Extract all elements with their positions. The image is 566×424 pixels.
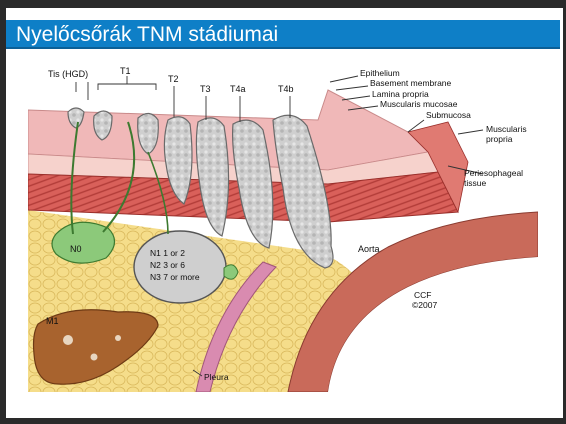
liver-metastasis-2 [91,354,98,361]
credit-line-2: ©2007 [412,300,437,310]
label-muscularis-1: Muscularis [486,124,527,134]
label-muscularis-2: propria [486,134,513,144]
label-t4b: T4b [278,84,294,94]
label-periesophageal-2: tissue [464,178,486,188]
label-basement-membrane: Basement membrane [370,78,452,88]
label-muscularis-mucosae: Muscularis mucosae [380,99,458,109]
label-lamina-propria: Lamina propria [372,89,429,99]
label-t4a: T4a [230,84,246,94]
slide-title: Nyelőcsőrák TNM stádiumai [16,22,278,47]
lymph-node-small [224,265,238,279]
title-bar: Nyelőcsőrák TNM stádiumai [6,20,560,49]
label-n0: N0 [70,244,82,254]
liver-metastasis-3 [115,335,121,341]
label-m1: M1 [46,316,59,326]
tumor-t3 [196,118,228,236]
label-n1: N1 1 or 2 [150,248,185,258]
label-n3: N3 7 or more [150,272,200,282]
label-n2: N2 3 or 6 [150,260,185,270]
label-t3: T3 [200,84,211,94]
label-epithelium: Epithelium [360,68,400,78]
label-t2: T2 [168,74,179,84]
label-submucosa: Submucosa [426,110,471,120]
liver-metastasis-1 [63,335,73,345]
credit-line-1: CCF [414,290,431,300]
label-periesophageal-1: Periesophageal [464,168,523,178]
label-tis: Tis (HGD) [48,69,88,79]
label-pleura: Pleura [204,372,229,382]
label-t1: T1 [120,66,131,76]
tnm-illustration-svg: Tis (HGD) T1 T2 T3 T4a T4b Epithelium Ba… [28,62,538,392]
label-aorta: Aorta [358,244,380,254]
tnm-illustration: Tis (HGD) T1 T2 T3 T4a T4b Epithelium Ba… [28,62,538,392]
